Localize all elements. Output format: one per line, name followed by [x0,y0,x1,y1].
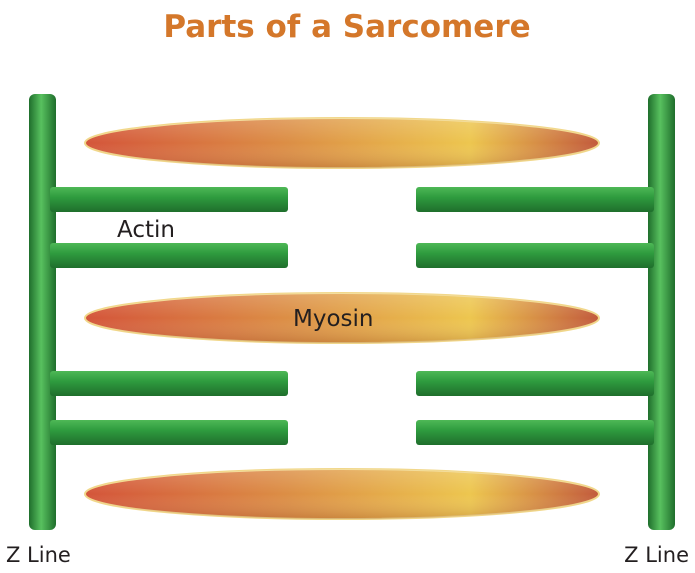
myosin-filament-bottom [84,468,600,520]
actin-filament-left-3 [50,371,288,396]
actin-filament-right-3 [416,371,654,396]
actin-filament-left-1 [50,187,288,212]
actin-filament-left-4 [50,420,288,445]
z-line-left-label: Z Line [6,543,71,567]
myosin-label: Myosin [293,306,373,332]
actin-filament-right-1 [416,187,654,212]
myosin-filament-top [84,117,600,169]
actin-filament-right-2 [416,243,654,268]
z-line-right-label: Z Line [624,543,689,567]
actin-filament-right-4 [416,420,654,445]
z-line-left [29,94,56,530]
z-line-right [648,94,675,530]
myosin-filament-middle [84,292,600,344]
actin-filament-left-2 [50,243,288,268]
diagram-title: Parts of a Sarcomere [163,9,530,45]
actin-label: Actin [117,217,175,243]
